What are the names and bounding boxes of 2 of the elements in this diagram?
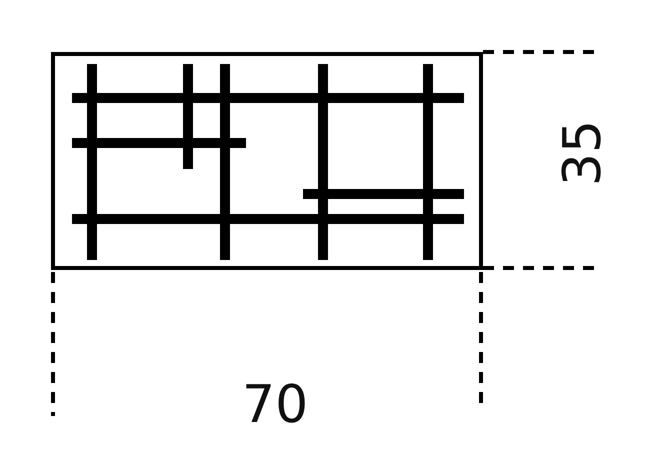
dimension-label: 70 xyxy=(242,379,308,431)
dimension-label: 35 xyxy=(557,120,610,186)
